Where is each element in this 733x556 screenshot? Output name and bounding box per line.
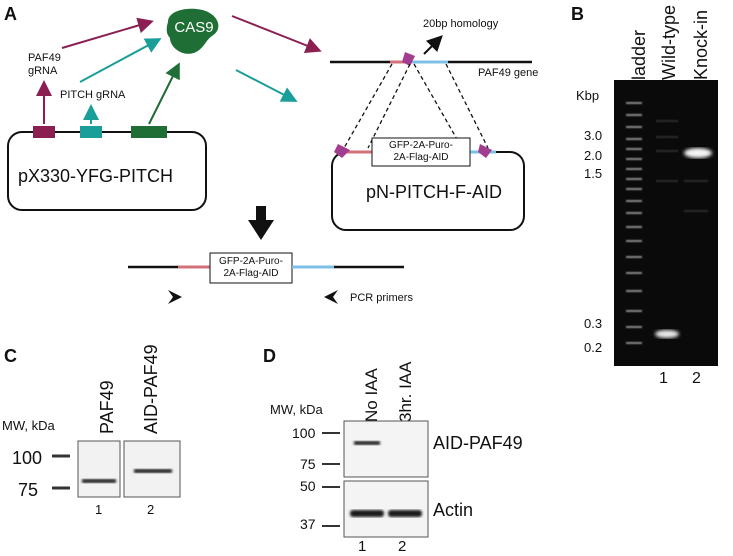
c-lane-number-2: 2 bbox=[147, 502, 155, 517]
d-lane-label-no-iaa: No IAA bbox=[362, 368, 381, 422]
actin-band-lane2 bbox=[388, 510, 422, 517]
panel-a-diagram bbox=[7, 8, 532, 304]
cas9-protein bbox=[166, 8, 219, 54]
panel-d-letter: D bbox=[263, 346, 276, 366]
result-insert-box bbox=[209, 252, 293, 284]
homology-label: 20bp homology bbox=[423, 18, 499, 30]
knockin-band bbox=[684, 148, 712, 158]
d-marker-100: 100 bbox=[292, 425, 316, 441]
d-bottom-blot-frame bbox=[343, 480, 429, 538]
d-lane-label-3hr-iaa: 3hr. IAA bbox=[396, 361, 415, 422]
pitch-grna-cassette bbox=[80, 126, 102, 138]
homology-pointer-arrow bbox=[423, 35, 443, 55]
lane-label-knockin: Knock-in bbox=[691, 9, 711, 80]
reverse-primer-icon bbox=[324, 290, 338, 304]
paf49-grna-label-line1: PAF49 bbox=[28, 52, 61, 64]
gel-unit-label: Kbp bbox=[576, 88, 600, 103]
gel-tick-0.3: 0.3 bbox=[584, 316, 603, 331]
pcr-primers-label: PCR primers bbox=[350, 292, 413, 304]
plasmid2-label: pN-PITCH-F-AID bbox=[366, 182, 502, 202]
agarose-gel-image bbox=[614, 80, 718, 366]
c-marker-100: 100 bbox=[12, 448, 43, 468]
result-insert-line1: GFP-2A-Puro- bbox=[219, 256, 283, 267]
c-marker-75: 75 bbox=[18, 480, 39, 500]
wildtype-band bbox=[655, 330, 679, 338]
lane-label-ladder: ladder bbox=[629, 29, 649, 80]
d-blot-label-aid-paf49: AID-PAF49 bbox=[433, 433, 523, 453]
cas9-expression-arrow bbox=[148, 62, 180, 125]
actin-band-lane1 bbox=[350, 510, 384, 517]
paf49-grna-cassette bbox=[33, 126, 55, 138]
c-mw-label: MW, kDa bbox=[2, 418, 55, 433]
donor-cut-site-left-icon bbox=[334, 144, 350, 158]
panel-a-letter: A bbox=[4, 4, 17, 24]
gene-label: PAF49 gene bbox=[478, 67, 539, 79]
gene-cut-site-icon bbox=[402, 52, 415, 66]
pitch-to-cas9-arrow bbox=[79, 38, 162, 83]
gel-lane-number-2: 2 bbox=[692, 370, 701, 387]
paf49-to-cas9-arrow bbox=[61, 17, 154, 49]
lane-label-ladder-wrap: ladder bbox=[628, 2, 658, 80]
c-lane-number-1: 1 bbox=[95, 502, 103, 517]
cas9-label: CAS9 bbox=[174, 19, 214, 36]
panel-b-letter: B bbox=[571, 4, 584, 24]
cas9-to-gene-arrow bbox=[231, 15, 322, 54]
paf49-band bbox=[82, 479, 116, 483]
paf49-grna-label-line2: gRNA bbox=[28, 65, 58, 77]
c-lane-label-paf49: PAF49 bbox=[97, 380, 117, 434]
d-blot-label-actin: Actin bbox=[433, 500, 474, 520]
donor-insert-box bbox=[371, 137, 471, 167]
panel-c-letter: C bbox=[4, 346, 17, 366]
d-lane-number-2: 2 bbox=[398, 538, 407, 555]
pitch-grna-label: PITCH gRNA bbox=[60, 89, 126, 101]
d-top-blot-frame bbox=[343, 420, 429, 478]
donor-cut-site-right-icon bbox=[478, 144, 492, 158]
panel-c-western-blot bbox=[52, 440, 181, 498]
donor-insert-line1: GFP-2A-Puro- bbox=[389, 140, 453, 151]
aid-paf49-band bbox=[134, 469, 172, 473]
cas9-cassette bbox=[131, 126, 167, 138]
down-arrow-icon bbox=[248, 220, 274, 240]
d-lane-number-1: 1 bbox=[358, 538, 367, 555]
gel-lane-number-1: 1 bbox=[659, 370, 668, 387]
gel-tick-1.5: 1.5 bbox=[584, 166, 603, 181]
d-marker-75: 75 bbox=[300, 456, 316, 472]
donor-insert-line2: 2A-Flag-AID bbox=[393, 152, 449, 163]
aid-paf49-no-iaa-band bbox=[354, 441, 380, 445]
c-lane-label-aid-paf49: AID-PAF49 bbox=[141, 344, 161, 434]
plasmid1-outline bbox=[7, 131, 207, 211]
d-mw-label: MW, kDa bbox=[270, 402, 323, 417]
d-marker-50: 50 bbox=[300, 478, 316, 494]
gel-tick-0.2: 0.2 bbox=[584, 340, 603, 355]
lane-label-wildtype: Wild-type bbox=[659, 4, 679, 80]
d-marker-37: 37 bbox=[300, 516, 316, 532]
forward-primer-icon bbox=[168, 290, 182, 304]
cas9-to-donor-arrow bbox=[235, 69, 298, 102]
gel-tick-3.0: 3.0 bbox=[584, 128, 603, 143]
plasmid1-label: pX330-YFG-PITCH bbox=[18, 166, 174, 186]
gel-tick-2.0: 2.0 bbox=[584, 148, 603, 163]
panel-d-western-blot bbox=[322, 420, 429, 538]
result-insert-line2: 2A-Flag-AID bbox=[223, 268, 279, 279]
